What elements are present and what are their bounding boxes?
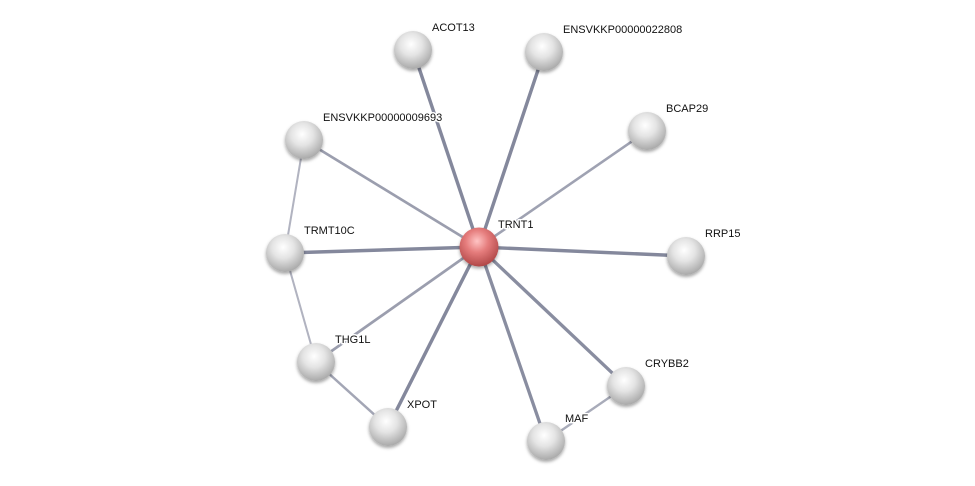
- node-ensvkkp00000009693[interactable]: ENSVKKP00000009693: [285, 111, 444, 159]
- node-label: TRNT1: [498, 219, 533, 231]
- node-rrp15[interactable]: RRP15: [667, 227, 742, 275]
- node-label: CRYBB2: [645, 358, 689, 370]
- nodes-layer: TRNT1 ACOT13 ENSVKKP00000022808BCAP29ENSVK…: [266, 21, 742, 460]
- node-ensvkkp00000022808[interactable]: ENSVKKP00000022808: [525, 23, 684, 71]
- node-trmt10c[interactable]: TRMT10C: [266, 224, 356, 272]
- node-trnt1[interactable]: TRNT1: [459, 218, 535, 267]
- edge-trnt1-bcap29[interactable]: [478, 129, 648, 249]
- node-crybb2[interactable]: CRYBB2: [607, 357, 690, 405]
- edge-ensvkkp00000009693-trmt10c[interactable]: [283, 139, 306, 254]
- node-sphere[interactable]: [607, 367, 645, 405]
- node-thg1l[interactable]: THG1L: [297, 333, 372, 381]
- node-sphere[interactable]: [525, 33, 563, 71]
- node-label: MAF: [565, 413, 589, 425]
- node-sphere[interactable]: [285, 121, 323, 159]
- edge-trnt1-trmt10c[interactable]: [284, 245, 480, 255]
- node-label: ENSVKKP00000009693: [323, 112, 442, 124]
- edge-trnt1-maf[interactable]: [477, 246, 548, 442]
- node-label: XPOT: [407, 399, 437, 411]
- node-label: BCAP29: [666, 103, 708, 115]
- node-sphere[interactable]: [628, 112, 666, 150]
- edge-trnt1-ensvkkp00000022808[interactable]: [477, 51, 546, 248]
- edge-trnt1-crybb2[interactable]: [477, 245, 628, 388]
- node-label: THG1L: [335, 334, 370, 346]
- node-sphere[interactable]: [394, 31, 432, 69]
- node-label: ACOT13: [432, 22, 475, 34]
- node-maf[interactable]: MAF: [527, 412, 590, 460]
- node-sphere[interactable]: [459, 227, 499, 267]
- edge-trnt1-rrp15[interactable]: [478, 245, 687, 258]
- node-sphere[interactable]: [266, 234, 304, 272]
- node-sphere[interactable]: [667, 237, 705, 275]
- edge-trnt1-acot13[interactable]: [411, 49, 481, 248]
- node-bcap29[interactable]: BCAP29: [628, 102, 710, 150]
- edge-trnt1-thg1l[interactable]: [315, 245, 480, 364]
- node-sphere[interactable]: [297, 343, 335, 381]
- node-sphere[interactable]: [369, 408, 407, 446]
- node-label: RRP15: [705, 228, 740, 240]
- edge-trnt1-ensvkkp00000009693[interactable]: [303, 138, 480, 249]
- node-label: TRMT10C: [304, 225, 355, 237]
- node-acot13[interactable]: ACOT13: [394, 21, 476, 69]
- node-sphere[interactable]: [527, 422, 565, 460]
- node-label: ENSVKKP00000022808: [563, 24, 682, 36]
- node-xpot[interactable]: XPOT: [369, 398, 439, 446]
- edge-trnt1-xpot[interactable]: [386, 246, 481, 428]
